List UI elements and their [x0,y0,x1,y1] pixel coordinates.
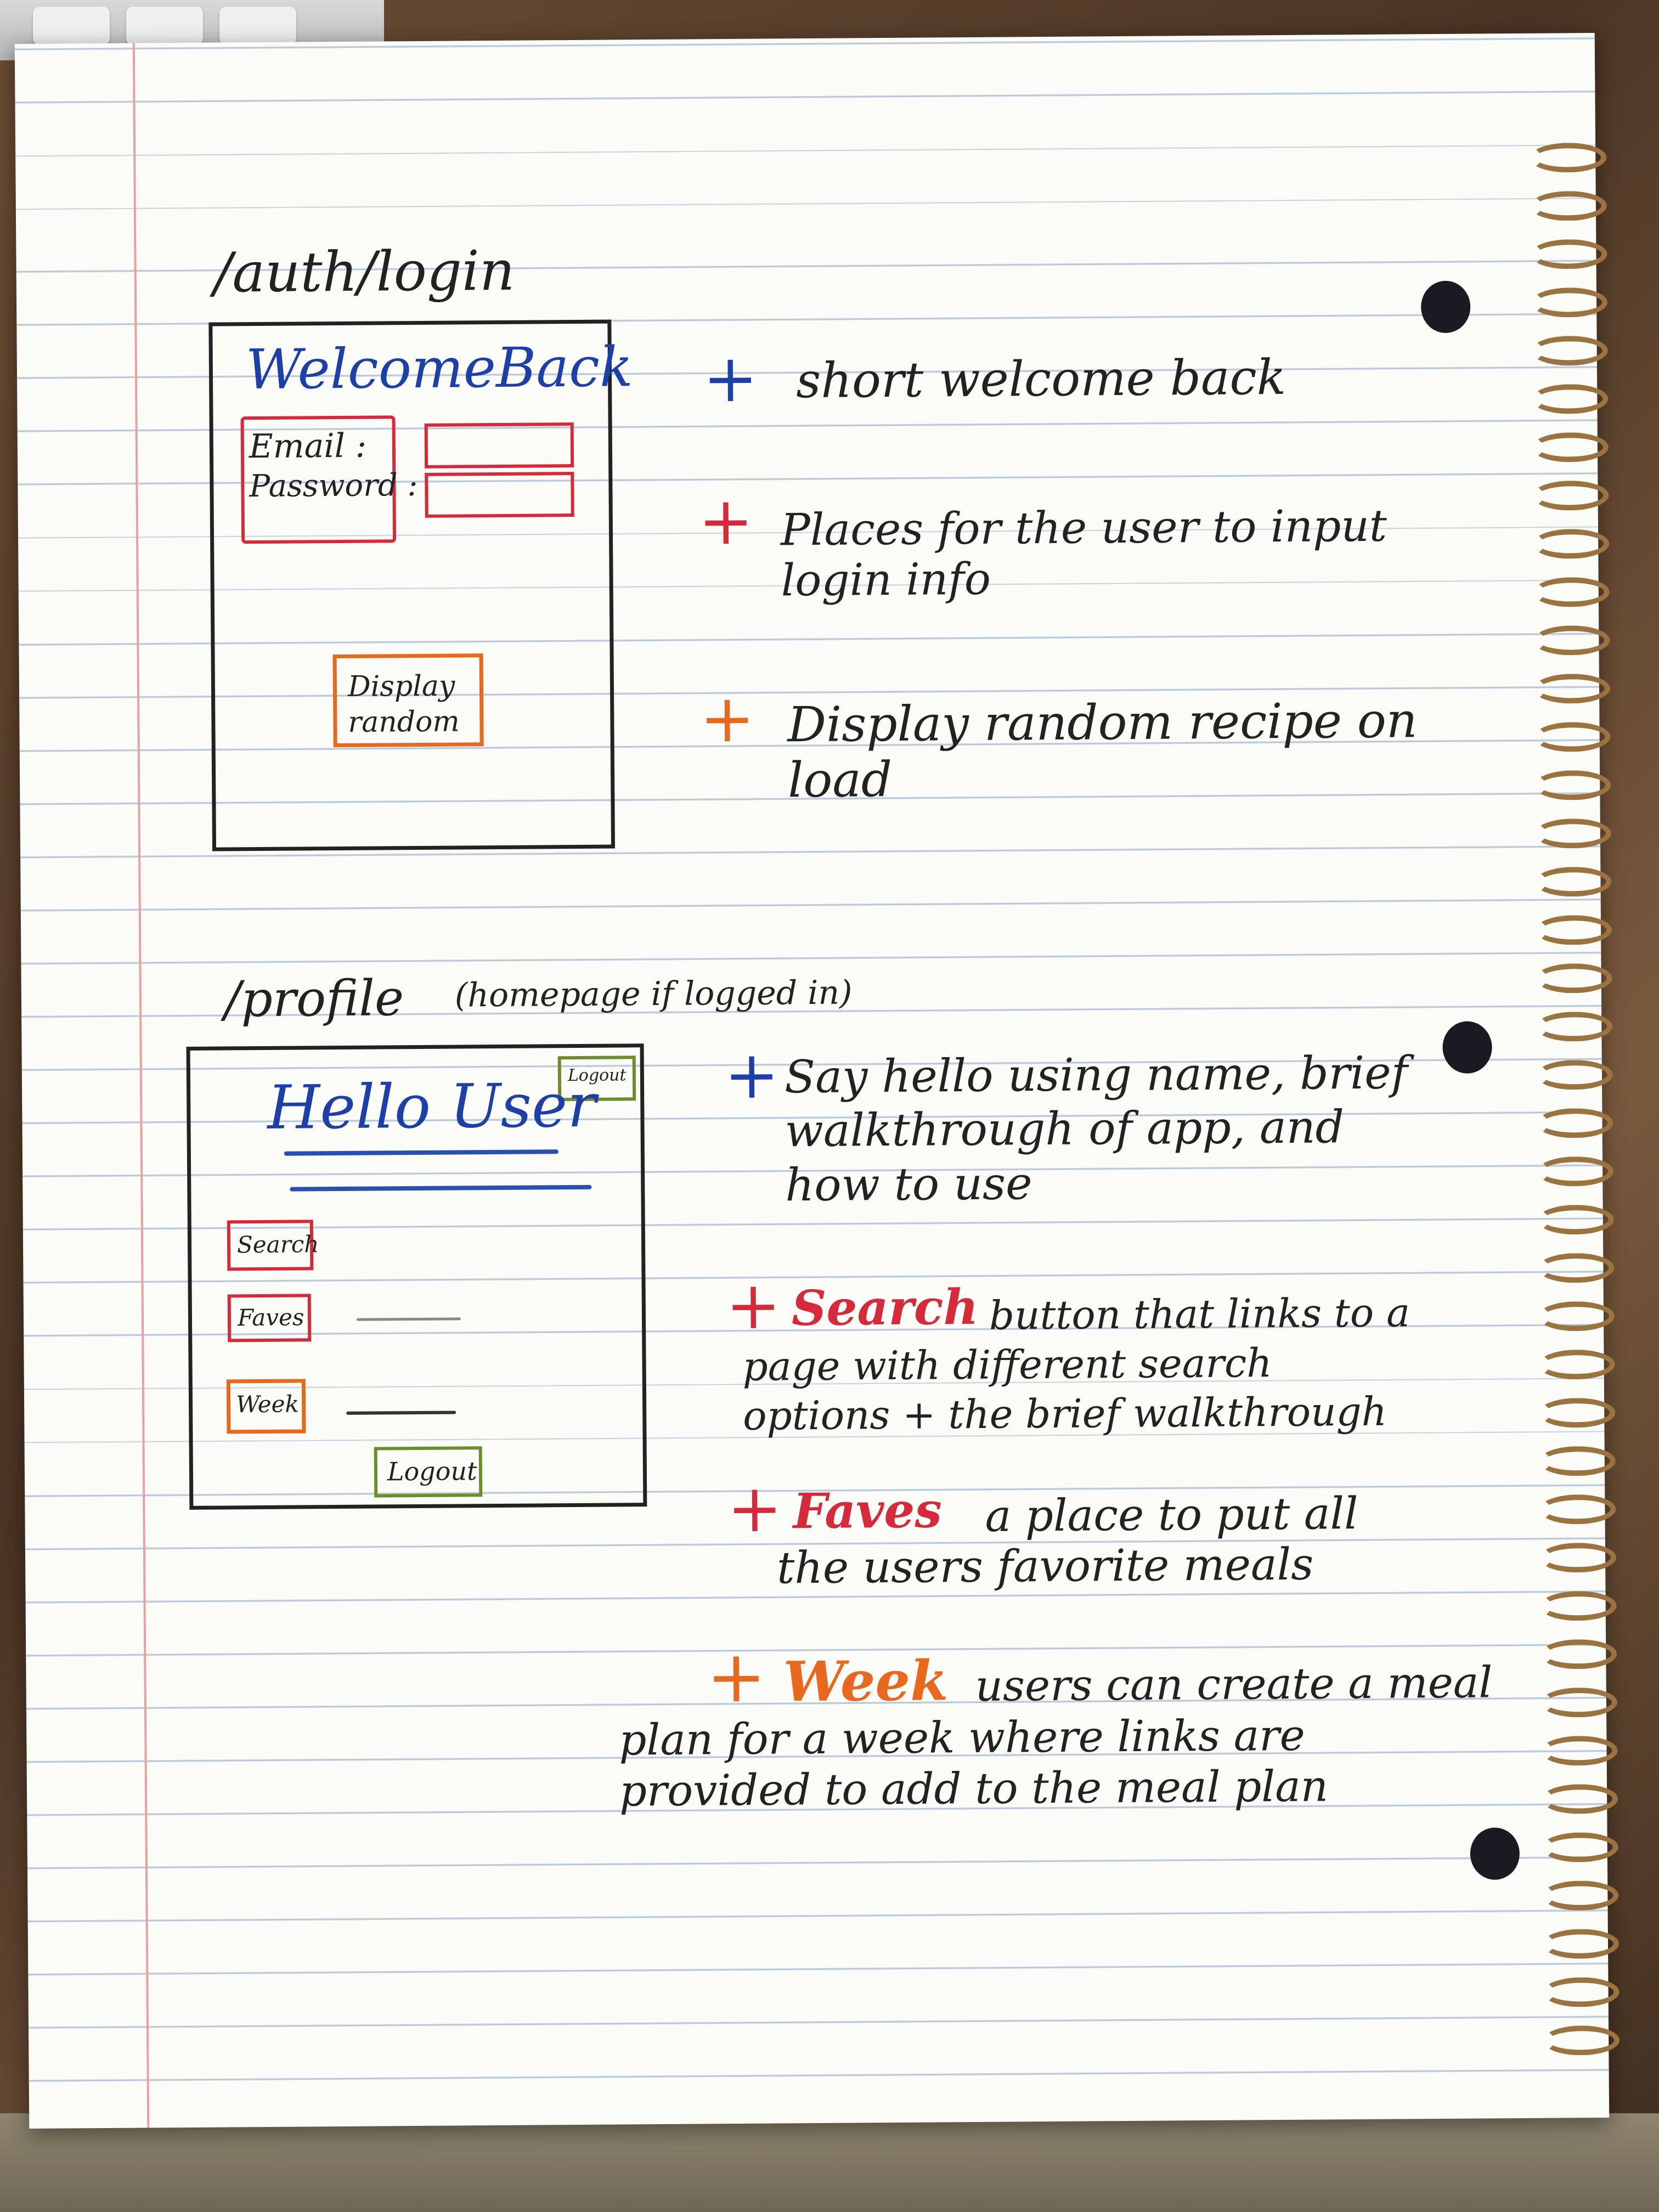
spiral-coil [1536,1011,1613,1042]
plus-marker: + [702,340,759,417]
display-random-box: Display random [332,653,484,748]
logout-label: Logout [387,1456,477,1487]
spiral-coil [1538,1349,1615,1380]
email-field [424,422,574,469]
spiral-coil [1537,1252,1615,1283]
faves-button: Faves [227,1294,312,1342]
spiral-coil [1532,528,1610,559]
spiral-coil [1532,480,1609,511]
display-random-label: Display random [347,669,460,739]
spiral-coil [1530,142,1607,173]
text-scribble [346,1410,456,1415]
logout-button: Logout [374,1446,483,1498]
spiral-coil [1532,577,1610,607]
spiral-coil [1533,721,1611,752]
plus-marker: + [698,483,754,560]
note-hello: Say hello using name, brief walkthrough … [784,1047,1408,1212]
spiral-coil [1539,1494,1616,1525]
spiral-coil [1533,673,1611,704]
laptop-edge [0,0,384,60]
spiral-coil [1540,1687,1618,1718]
week-label: Week [235,1390,300,1418]
binder-hole [1470,1827,1520,1880]
password-label: Password : [249,467,418,505]
laptop-key [219,7,296,45]
spiral-coil [1543,2025,1620,2056]
spiral-coil [1542,1977,1620,2007]
email-label: Email : [249,426,367,466]
spiral-coil [1534,770,1611,800]
spiral-coil [1530,287,1608,318]
spiral-coil [1542,1880,1619,1911]
spiral-coil [1530,190,1607,221]
search-label: Search [236,1231,319,1259]
spiral-coil [1538,1446,1616,1476]
spiral-coil [1533,625,1610,656]
plus-marker: + [724,1037,780,1114]
note-random-recipe: Display random recipe on load [787,692,1418,809]
profile-wireframe: Logout Hello User Search Faves Week Logo… [186,1043,647,1510]
spiral-coil [1531,432,1609,462]
wireframe-title: Hello User [267,1070,597,1143]
note-faves: a place to put all the users favorite me… [776,1488,1358,1594]
login-wireframe: WelcomeBack Email : Password : Display r… [208,319,633,851]
notebook-page: /auth/login WelcomeBack Email : Password… [14,32,1620,2129]
spiral-coil [1537,1156,1614,1187]
fabric-background [0,2113,1659,2212]
binder-hole [1420,280,1471,334]
spiral-coil [1539,1590,1617,1621]
laptop-key [33,7,110,45]
spiral-coil [1536,1108,1613,1138]
spiral-coil [1537,1301,1615,1331]
section-heading-profile: /profile [224,969,404,1029]
spiral-coil [1542,1928,1620,1959]
margin-line [132,43,150,2128]
spiral-coil [1541,1735,1618,1766]
note-welcome: short welcome back [795,348,1286,409]
spiral-binding [1530,142,1620,2118]
spiral-coil [1537,1204,1614,1235]
note-login-info: Places for the user to input login info [780,500,1387,606]
text-scribble [357,1317,461,1321]
password-field [425,472,574,518]
spiral-coil [1530,239,1607,269]
spiral-coil [1538,1397,1616,1428]
note-week: users can create a meal plan for a week … [619,1658,1493,1816]
text-scribble [284,1149,558,1156]
plus-marker: + [726,1470,783,1548]
laptop-key [126,7,203,45]
spiral-coil [1535,963,1612,994]
spiral-coil [1531,383,1609,414]
spiral-coil [1540,1639,1617,1669]
section-heading-note: (homepage if logged in) [454,973,853,1015]
spiral-coil [1531,335,1608,366]
section-heading-login: /auth/login [213,238,515,305]
text-scribble [290,1184,592,1192]
spiral-coil [1534,818,1612,849]
faves-label: Faves [237,1304,304,1331]
wireframe-title: WelcomeBack [245,335,634,402]
search-button: Search [227,1220,319,1271]
spiral-coil [1541,1832,1618,1863]
spiral-coil [1534,866,1612,897]
spiral-coil [1539,1542,1617,1573]
week-button: Week [226,1379,306,1434]
binder-hole [1442,1021,1492,1074]
note-search: button that links to a page with differe… [742,1289,1410,1439]
spiral-coil [1534,915,1612,945]
plus-marker: + [699,680,755,758]
spiral-coil [1536,1059,1613,1090]
spiral-coil [1541,1784,1618,1814]
